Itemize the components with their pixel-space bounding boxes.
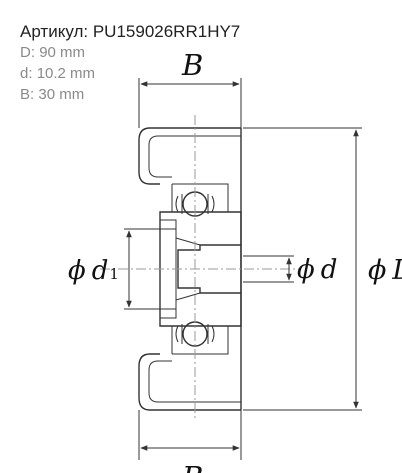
spec-name: d bbox=[20, 65, 29, 82]
spec-value: 90 mm bbox=[39, 44, 86, 61]
inner-ring bbox=[159, 211, 242, 327]
tire-top-inner bbox=[148, 135, 241, 178]
product-header: Артикул: PU159026RR1HY7 D: 90 mm d: 10.2… bbox=[20, 22, 240, 105]
tire-bottom-inner bbox=[148, 360, 241, 403]
article-label: Артикул: bbox=[20, 22, 89, 41]
spec-outer-diameter: D: 90 mm bbox=[20, 44, 86, 61]
seal-bottom-left bbox=[175, 324, 183, 344]
spec-name: B bbox=[20, 86, 31, 103]
bore-chamfer-top bbox=[175, 237, 201, 246]
article-title: Артикул: PU159026RR1HY7 bbox=[20, 22, 240, 42]
spec-value: 10.2 mm bbox=[36, 65, 96, 82]
tire-top-outer bbox=[138, 127, 241, 185]
spec-name: D bbox=[20, 44, 31, 61]
spec-value: 30 mm bbox=[38, 86, 85, 103]
seal-top-right bbox=[207, 194, 215, 214]
tire-bottom-outer bbox=[138, 353, 241, 411]
dim-D-label: ϕD bbox=[368, 255, 402, 286]
outer-ring-top bbox=[171, 183, 229, 212]
bore-chamfer-bottom bbox=[175, 292, 201, 301]
dim-b-label: B bbox=[181, 48, 203, 82]
outer-ring-bottom bbox=[171, 326, 229, 355]
article-number: PU159026RR1HY7 bbox=[92, 22, 241, 41]
spec-width: B: 30 mm bbox=[20, 86, 85, 103]
seal-bottom-right bbox=[207, 324, 215, 344]
dim-b-bottom-label: B bbox=[181, 460, 203, 473]
spec-bore-diameter: d: 10.2 mm bbox=[20, 65, 96, 82]
seal-top-left bbox=[175, 194, 183, 214]
